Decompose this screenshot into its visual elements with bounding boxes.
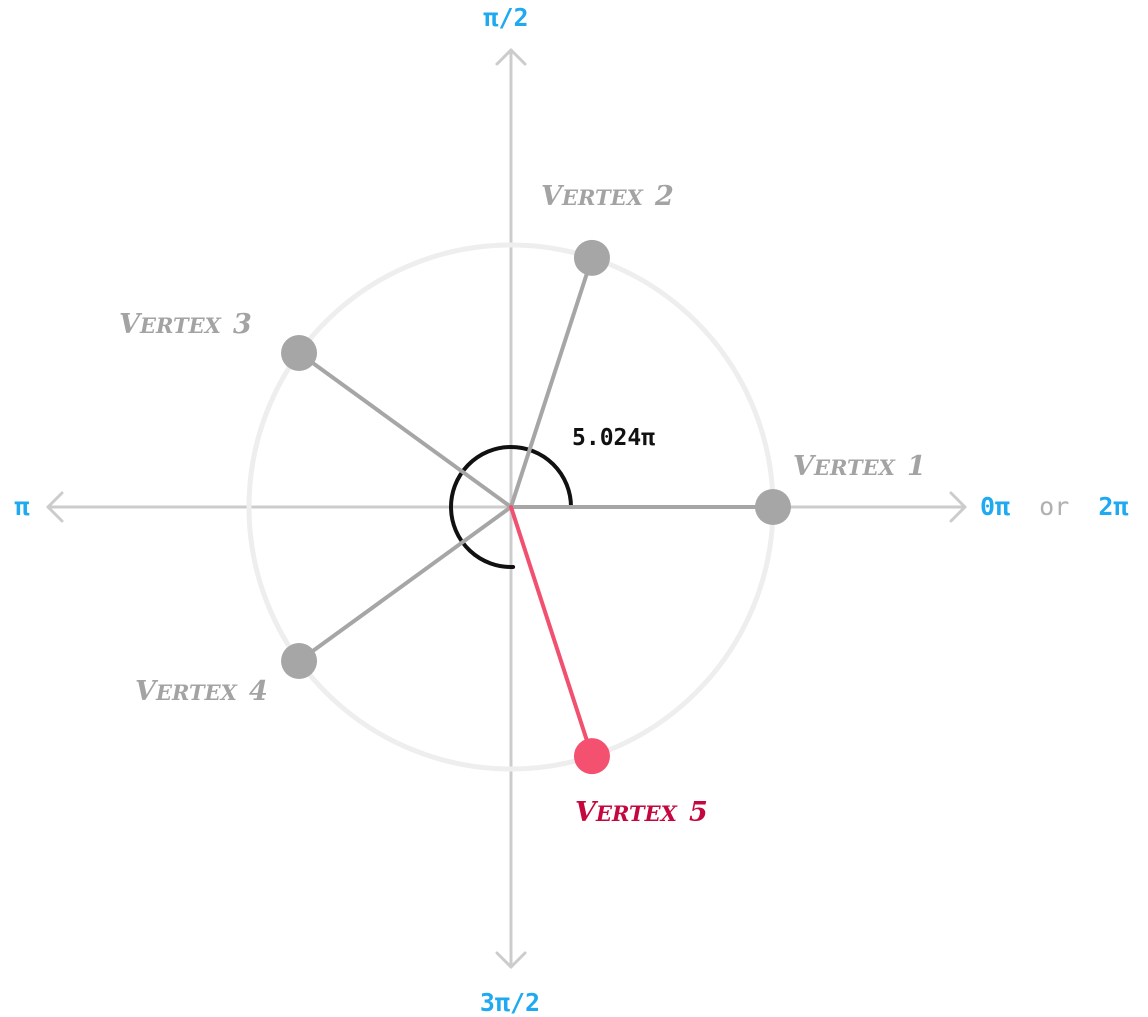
arrow-down-icon: [495, 951, 527, 969]
axis-label-right: 0π or 2π: [980, 492, 1128, 521]
arrow-right-icon: [949, 491, 967, 523]
axis-label-top: π/2: [483, 3, 528, 32]
axis-label-left: π: [14, 492, 29, 521]
axis-label-right-or: or: [1039, 492, 1069, 521]
spoke-vertex-5: [509, 505, 594, 759]
arrow-up-icon: [495, 48, 527, 66]
angle-arc: [449, 445, 573, 569]
angle-label: 5.024π: [572, 425, 655, 451]
spoke-vertex-3: [297, 351, 513, 509]
axis-label-right-zero: 0π: [980, 492, 1010, 521]
vertex-dot-4: [281, 643, 318, 679]
spoke-vertex-2: [509, 255, 594, 509]
arrow-left-icon: [46, 491, 64, 523]
axis-label-right-two-pi: 2π: [1098, 492, 1128, 521]
vertex-dot-2: [573, 239, 610, 276]
vertex-dots: [281, 239, 791, 775]
spokes: [297, 255, 775, 759]
vertex-dot-1: [755, 489, 791, 525]
spoke-vertex-4: [297, 505, 513, 663]
vertex-dot-3: [281, 335, 318, 371]
vertex-dot-5: [573, 738, 610, 775]
axis-label-bottom: 3π/2: [480, 988, 540, 1017]
